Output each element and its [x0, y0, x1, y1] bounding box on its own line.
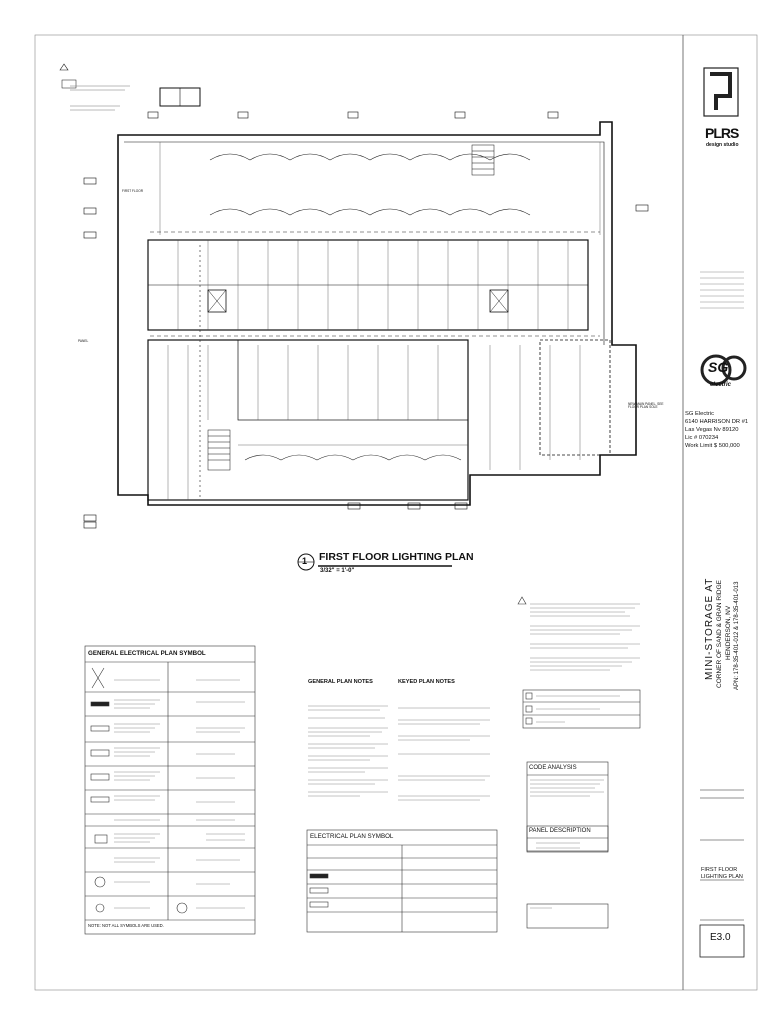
electrical-symbol-table — [306, 829, 498, 933]
general-symbol-table — [84, 645, 256, 935]
notes-column — [517, 596, 641, 929]
architect-tagline: design studio — [706, 142, 739, 148]
general-symbols-footer: NOTE: NOT ALL SYMBOLS ARE USED. — [88, 923, 164, 928]
project-line4: APN: 178-35-401-012 & 178-35-401-013 — [734, 581, 740, 690]
general-symbols-title: GENERAL ELECTRICAL PLAN SYMBOL — [88, 650, 206, 657]
electrical-symbol-title: ELECTRICAL PLAN SYMBOL — [310, 833, 394, 840]
project-line1: MINI-STORAGE AT — [704, 577, 715, 680]
project-line3: HENDERSON, NV — [725, 605, 732, 660]
architect-logo-text: PLRS — [705, 125, 739, 141]
contractor-limit: Work Limit $ 500,000 — [685, 443, 740, 449]
panel-label: PANEL — [78, 339, 89, 343]
project-line2: CORNER OF SAND & GRAN RIDGE — [716, 580, 723, 688]
sheet-title: FIRST FLOOR LIGHTING PLAN — [701, 867, 743, 881]
floor-label: FIRST FLOOR — [122, 189, 144, 193]
code-analysis-title: CODE ANALYSIS — [529, 765, 577, 771]
contractor-license: Lic # 070234 — [685, 435, 719, 441]
contractor-logo-sub: electric — [710, 382, 732, 388]
plan-number: 1 — [302, 556, 308, 566]
contractor-logo: SG — [708, 359, 729, 375]
contractor-city: Las Vegas Nv 89120 — [685, 427, 739, 433]
floor-plan — [59, 63, 649, 529]
plan-scale: 3/32" = 1'-0" — [320, 568, 355, 574]
panel-description-title: PANEL DESCRIPTION — [529, 828, 591, 834]
annex-annotation: NEW MAIN PANEL, SEE FLOOR PLAN SOLE — [628, 402, 664, 410]
plan-title: FIRST FLOOR LIGHTING PLAN — [319, 551, 474, 563]
sheet-number: E3.0 — [710, 932, 731, 943]
keyed-plan-notes-title: KEYED PLAN NOTES — [398, 679, 455, 685]
general-plan-notes-title: GENERAL PLAN NOTES — [308, 679, 373, 685]
contractor-name: SG Electric — [685, 411, 714, 417]
contractor-address: 6140 HARRISON DR #1 — [685, 419, 749, 425]
title-block-graphics — [699, 67, 747, 958]
